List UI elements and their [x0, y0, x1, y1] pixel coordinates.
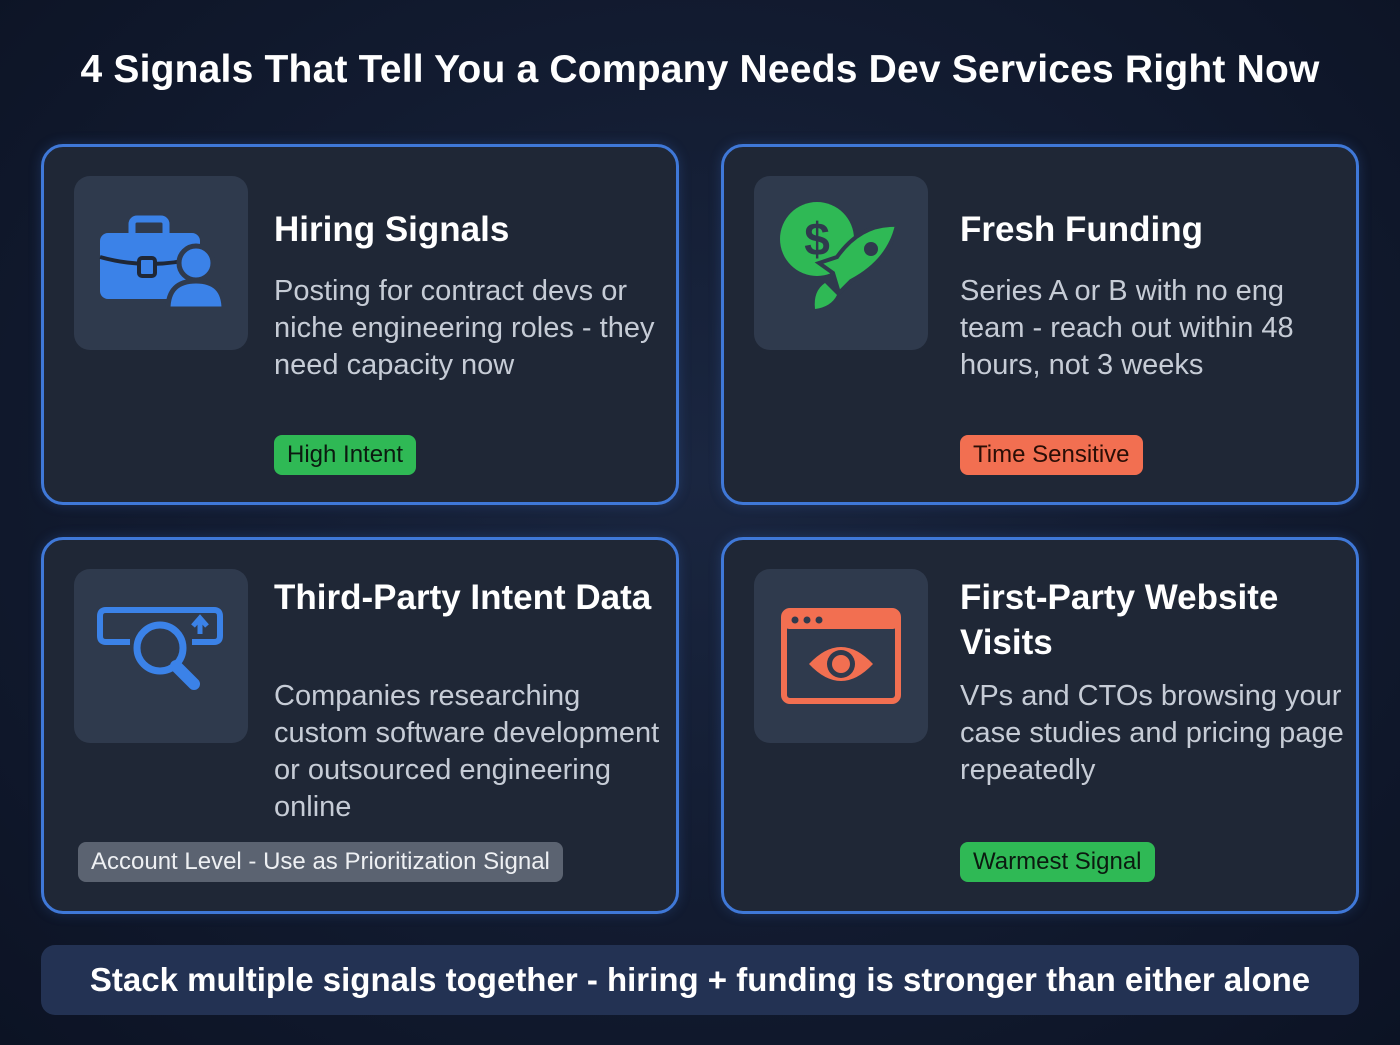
card-title: Hiring Signals: [274, 210, 510, 249]
card-description: Companies researching custom software de…: [274, 680, 660, 823]
card-title: Third-Party Intent Data: [274, 578, 652, 617]
card-first-party-visits: First-Party Website Visits VPs and CTOs …: [721, 537, 1359, 914]
time-sensitive-badge: Time Sensitive: [960, 435, 1143, 475]
account-level-badge: Account Level - Use as Prioritization Si…: [78, 842, 563, 882]
icon-tile: [74, 176, 248, 350]
svg-text:$: $: [804, 213, 830, 265]
card-fresh-funding: $ Fresh Funding Series A or B with no en…: [721, 144, 1359, 505]
card-description: Series A or B with no eng team - reach o…: [960, 275, 1294, 381]
icon-tile: [754, 569, 928, 743]
card-title: Fresh Funding: [960, 210, 1204, 249]
warmest-signal-badge: Warmest Signal: [960, 842, 1155, 882]
footer-tip-banner: Stack multiple signals together - hiring…: [41, 945, 1359, 1015]
page-title: 4 Signals That Tell You a Company Needs …: [80, 48, 1320, 91]
dollar-rocket-icon: $: [780, 202, 900, 309]
card-third-party-intent: Third-Party Intent Data Companies resear…: [41, 537, 679, 914]
card-description: VPs and CTOs browsing your case studies …: [960, 680, 1344, 786]
intent-badge: High Intent: [274, 435, 417, 475]
icon-tile: [74, 569, 248, 743]
browser-eye-icon: [781, 608, 901, 704]
card-title: First-Party Website Visits: [960, 578, 1279, 662]
card-hiring-signals: Hiring Signals Posting for contract devs…: [41, 144, 679, 505]
card-description: Posting for contract devs or niche engin…: [274, 275, 655, 381]
briefcase-person-icon: [99, 215, 224, 311]
footer-text: Stack multiple signals together - hiring…: [89, 961, 1311, 998]
search-intent-icon: [97, 607, 223, 690]
icon-tile: $: [754, 176, 928, 350]
